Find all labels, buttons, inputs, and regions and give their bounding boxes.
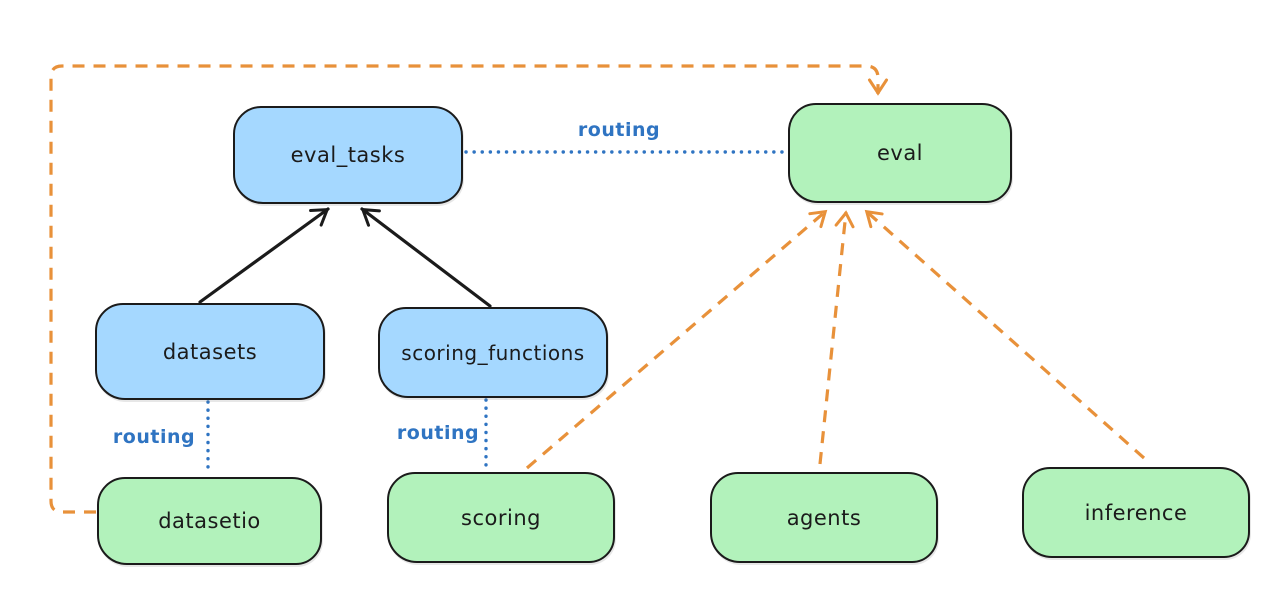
routing-label-eval-tasks-eval: routing [577, 119, 661, 141]
node-datasets: datasets [95, 303, 325, 400]
edge-agents-to-eval [818, 210, 855, 465]
node-scoring-label: scoring [461, 505, 541, 530]
node-agents: agents [710, 472, 938, 563]
node-agents-label: agents [786, 505, 862, 530]
node-datasetio: datasetio [97, 477, 322, 565]
node-datasets-label: datasets [162, 339, 258, 364]
routing-label-datasets-datasetio: routing [112, 426, 196, 448]
routing-label-scoring-functions-scoring: routing [396, 422, 480, 444]
edge-datasets-to-eval_tasks [198, 207, 330, 304]
node-inference-label: inference [1084, 500, 1188, 525]
node-eval-tasks: eval_tasks [233, 106, 463, 204]
edge-scoring_functions-to-eval_tasks [360, 207, 492, 308]
node-eval-tasks-label: eval_tasks [290, 143, 406, 167]
node-scoring: scoring [387, 472, 615, 563]
node-eval: eval [788, 103, 1012, 203]
node-scoring-functions-label: scoring_functions [401, 340, 585, 365]
edge-inference-to-eval [864, 209, 1146, 460]
node-datasetio-label: datasetio [158, 509, 261, 533]
node-eval-label: eval [876, 141, 924, 165]
node-inference: inference [1022, 467, 1250, 558]
node-scoring-functions: scoring_functions [378, 307, 608, 398]
